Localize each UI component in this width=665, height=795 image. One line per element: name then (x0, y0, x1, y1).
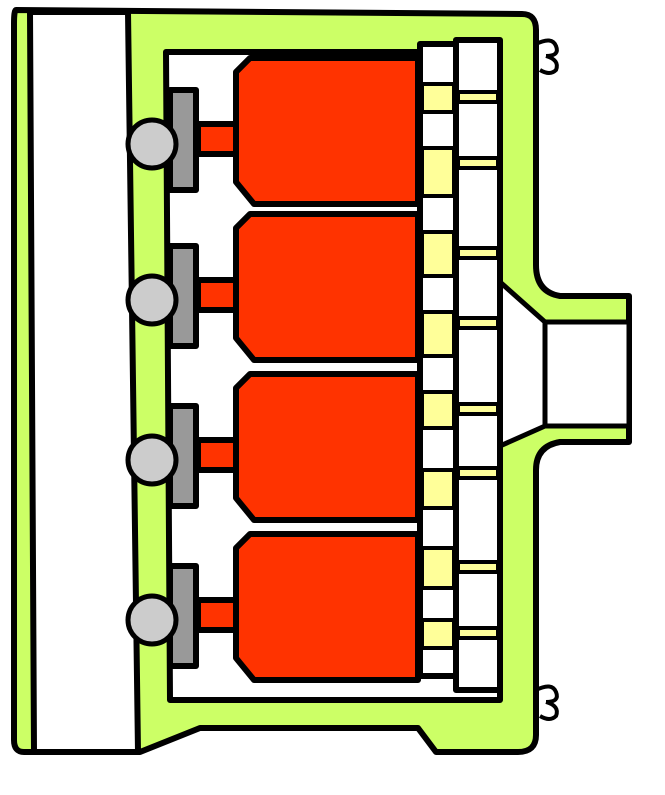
valve-bar (456, 466, 500, 480)
cylinder-body (233, 531, 421, 683)
cylinder-4 (125, 531, 421, 683)
cylinder-body (233, 371, 421, 523)
round-cap-icon (125, 273, 179, 327)
valve-segment (420, 618, 456, 650)
mounting-hook-icon (535, 684, 559, 721)
cylinder-body (233, 211, 421, 363)
mounting-hook-top (535, 38, 559, 75)
round-cap-icon (125, 433, 179, 487)
cylinder-2 (125, 211, 421, 363)
valve-segment (420, 546, 456, 590)
cylinder-1 (125, 55, 421, 207)
round-cap-icon (125, 117, 179, 171)
rocker-arm (167, 563, 199, 669)
intake-port-tube (542, 319, 632, 429)
cylinder-bank (125, 55, 421, 683)
connecting-rod (195, 597, 241, 633)
round-cap-icon (125, 593, 179, 647)
connecting-rod (195, 277, 241, 313)
valve-bar (456, 316, 500, 330)
valve-bar (456, 560, 500, 574)
valve-segment (420, 146, 456, 198)
valve-strip-right (453, 37, 503, 693)
valve-bar (456, 90, 500, 104)
valve-bar (456, 626, 500, 640)
valve-strip-column (417, 37, 503, 693)
valve-bar (456, 156, 500, 170)
valve-bar (456, 246, 500, 260)
mounting-hook-bottom (535, 684, 559, 721)
cylinder-body (233, 55, 421, 207)
cylinder-3 (125, 371, 421, 523)
valve-segment (420, 390, 456, 430)
mounting-hook-icon (535, 38, 559, 75)
valve-segment (420, 468, 456, 510)
side-cover-plate (27, 9, 141, 755)
valve-segment (420, 310, 456, 358)
connecting-rod (195, 437, 241, 473)
connecting-rod (195, 121, 241, 157)
valve-segment (420, 230, 456, 278)
valve-segment (420, 82, 456, 114)
valve-bar (456, 402, 500, 416)
